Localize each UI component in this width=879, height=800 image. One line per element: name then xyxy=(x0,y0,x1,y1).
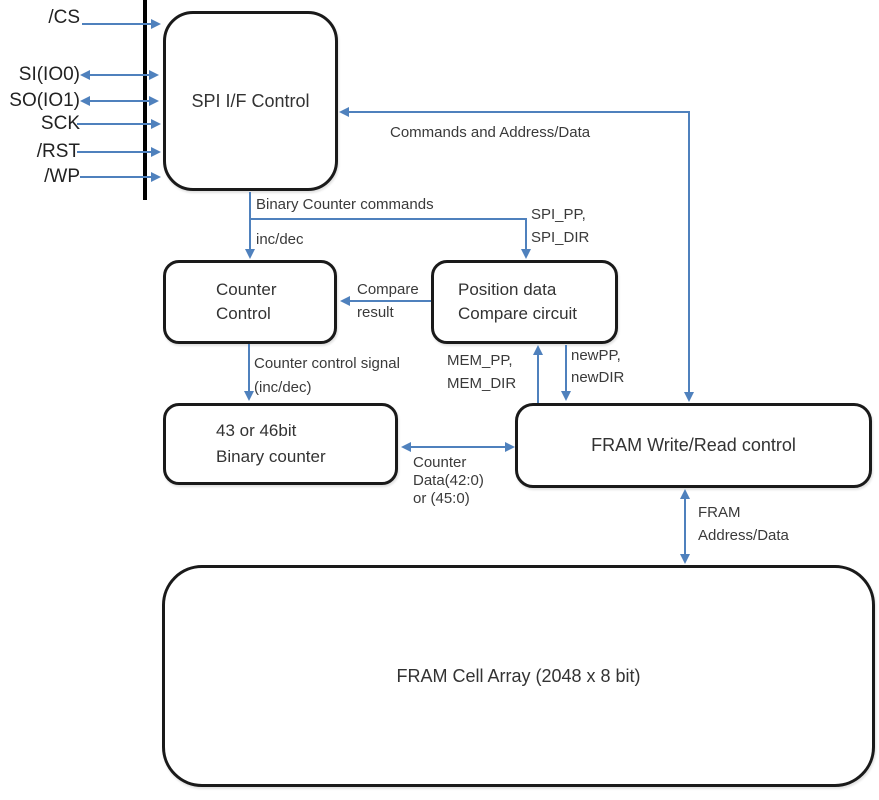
new-pp-label: newPP, xyxy=(571,347,621,364)
fram-addr-arrowhead-up-icon xyxy=(680,489,690,499)
sck-arrowhead-icon xyxy=(151,119,161,129)
block-fram-cell-array: FRAM Cell Array (2048 x 8 bit) xyxy=(162,565,875,787)
binary-counter-commands-label: Binary Counter commands xyxy=(256,196,434,213)
signal-label-sck: SCK xyxy=(40,113,80,134)
spi-dir-label: SPI_DIR xyxy=(531,229,590,246)
counter-data-hline xyxy=(409,446,507,448)
si-arrow-line xyxy=(89,74,150,76)
block-binary-counter: 43 or 46bit Binary counter xyxy=(163,403,398,485)
commands-to-fram-arrowhead-icon xyxy=(684,392,694,402)
incdec-arrowhead-icon xyxy=(245,249,255,259)
signal-label-rst: /RST xyxy=(36,141,80,162)
wp-arrow-line xyxy=(80,176,152,178)
counter-data-label-line1: Counter xyxy=(413,454,467,471)
block-binary-counter-line1: 43 or 46bit xyxy=(216,421,297,440)
commands-connector-vline xyxy=(688,111,690,395)
cs-arrow-line xyxy=(82,23,152,25)
block-position-compare-line1: Position data xyxy=(458,280,557,299)
block-fram-cell-array-label: FRAM Cell Array (2048 x 8 bit) xyxy=(396,665,641,686)
si-arrowhead-right-icon xyxy=(149,70,159,80)
compare-result-hline xyxy=(348,300,431,302)
counter-data-arrowhead-right-icon xyxy=(505,442,515,452)
sck-arrow-line xyxy=(77,123,152,125)
block-binary-counter-line2: Binary counter xyxy=(216,447,326,466)
rst-arrow-line xyxy=(77,151,152,153)
counter-data-label-line2: Data(42:0) xyxy=(413,472,484,489)
spi-pp-vline xyxy=(525,218,527,252)
counter-data-arrowhead-left-icon xyxy=(401,442,411,452)
commands-arrowhead-icon xyxy=(339,107,349,117)
counter-signal-label-line2: (inc/dec) xyxy=(254,379,312,396)
cs-arrowhead-icon xyxy=(151,19,161,29)
new-pp-arrowhead-icon xyxy=(561,391,571,401)
signal-label-wp: /WP xyxy=(44,166,80,187)
so-arrow-line xyxy=(89,100,150,102)
block-counter-control-line1: Counter xyxy=(216,280,277,299)
counter-signal-arrowhead-icon xyxy=(244,391,254,401)
block-position-compare-line2: Compare circuit xyxy=(458,304,578,323)
si-arrowhead-left-icon xyxy=(80,70,90,80)
counter-signal-label-line1: Counter control signal xyxy=(254,355,400,372)
spi-pp-label: SPI_PP, xyxy=(531,206,586,223)
mem-dir-label: MEM_DIR xyxy=(447,375,517,392)
new-pp-vline xyxy=(565,345,567,393)
spi-pp-arrowhead-icon xyxy=(521,249,531,259)
fram-addr-label-line1: FRAM xyxy=(698,504,741,521)
mem-pp-label: MEM_PP, xyxy=(447,352,513,369)
commands-connector-hline xyxy=(346,111,690,113)
commands-label: Commands and Address/Data xyxy=(390,124,591,141)
rst-arrowhead-icon xyxy=(151,147,161,157)
mem-pp-arrowhead-icon xyxy=(533,345,543,355)
block-spi-if-control: SPI I/F Control xyxy=(163,11,338,191)
wp-arrowhead-icon xyxy=(151,172,161,182)
inc-dec-label: inc/dec xyxy=(256,231,304,248)
fram-addr-arrowhead-down-icon xyxy=(680,554,690,564)
compare-result-arrowhead-icon xyxy=(340,296,350,306)
block-fram-write-read-control: FRAM Write/Read control xyxy=(515,403,872,488)
signal-label-so: SO(IO1) xyxy=(9,90,80,111)
fram-addr-vline xyxy=(684,496,686,558)
block-position-compare: Position data Compare circuit xyxy=(431,260,618,344)
mem-pp-vline xyxy=(537,352,539,403)
fram-addr-label-line2: Address/Data xyxy=(698,527,789,544)
binary-commands-vline xyxy=(249,192,251,252)
so-arrowhead-right-icon xyxy=(149,96,159,106)
signal-label-si: SI(IO0) xyxy=(18,64,80,85)
block-counter-control: Counter Control xyxy=(163,260,337,344)
block-fram-control-label: FRAM Write/Read control xyxy=(591,435,796,455)
block-counter-control-line2: Control xyxy=(216,304,271,323)
compare-label-line1: Compare xyxy=(357,281,419,298)
counter-signal-vline xyxy=(248,344,250,394)
counter-data-label-line3: or (45:0) xyxy=(413,490,470,507)
new-dir-label: newDIR xyxy=(571,369,625,386)
binary-commands-branch-hline xyxy=(249,218,527,220)
so-arrowhead-left-icon xyxy=(80,96,90,106)
signal-label-cs: /CS xyxy=(48,7,80,28)
compare-label-line2: result xyxy=(357,304,394,321)
block-spi-label: SPI I/F Control xyxy=(191,90,310,111)
